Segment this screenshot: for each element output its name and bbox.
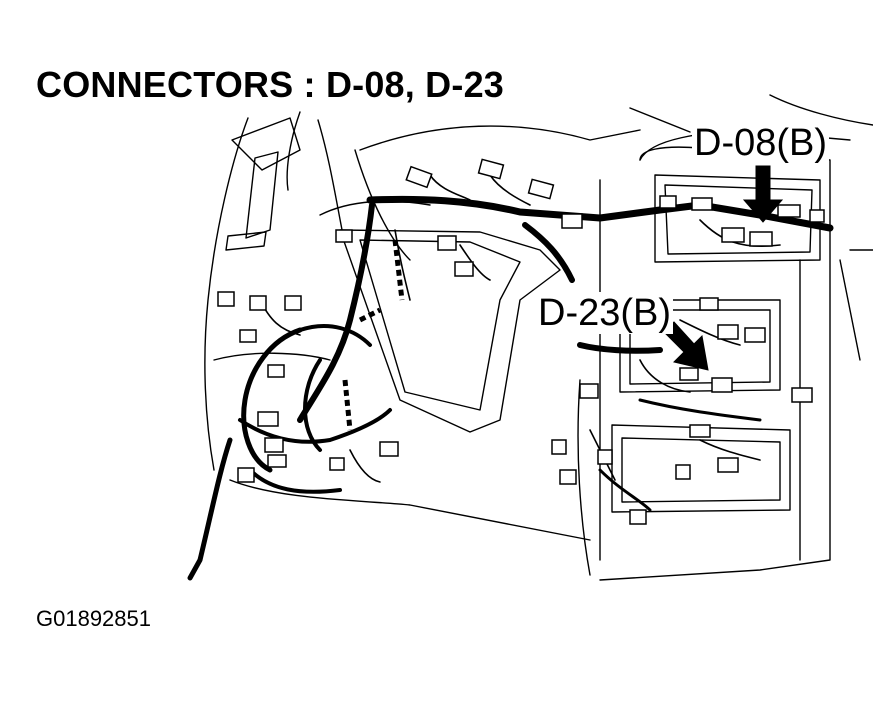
- dash-top-curve: [354, 149, 411, 261]
- callout-label-d23: D-23(B): [536, 292, 674, 334]
- pillar-tab: [225, 231, 267, 251]
- connector: [721, 227, 745, 243]
- a-pillar-outline: [204, 117, 249, 471]
- connector: [237, 467, 255, 483]
- connector: [689, 424, 711, 438]
- stack-lower-panel: [611, 424, 791, 513]
- harness-stack-lower: [638, 398, 762, 422]
- glovebox-edge: [839, 259, 861, 361]
- stack-vent-inner: [629, 309, 771, 385]
- pillar-panel: [231, 117, 301, 171]
- d23-arrow: [663, 321, 709, 371]
- connector: [629, 509, 647, 525]
- connector: [659, 195, 677, 209]
- harness-left-4: [238, 408, 392, 444]
- connector: [551, 439, 567, 455]
- figure-id: G01892851: [36, 606, 151, 631]
- center-stack-frame: [599, 146, 831, 581]
- right-dash-line: [629, 107, 691, 133]
- under-dash: [229, 479, 591, 541]
- connector: [284, 295, 302, 311]
- connector: [527, 178, 555, 200]
- center-cavity-inner: [359, 239, 521, 411]
- connector: [791, 387, 813, 403]
- connector: [711, 377, 733, 393]
- connector: [579, 383, 599, 399]
- connector: [405, 165, 433, 189]
- dash-top-line: [359, 125, 641, 151]
- d08-arrow: [742, 165, 784, 223]
- connector: [749, 231, 773, 247]
- pillar-slot: [245, 151, 279, 239]
- connector: [379, 441, 399, 457]
- dash-top-left: [317, 119, 345, 241]
- connector: [597, 449, 613, 465]
- harness-left-loop: [241, 327, 303, 473]
- connector: [809, 209, 825, 223]
- lower-trim: [213, 352, 331, 361]
- harness-left-down: [187, 437, 233, 581]
- connector: [329, 457, 345, 471]
- connector: [267, 454, 287, 468]
- connector: [437, 235, 457, 251]
- callout-arrows: [663, 165, 784, 371]
- right-dash-curve: [769, 94, 873, 126]
- connector: [267, 364, 285, 378]
- connector: [717, 324, 739, 340]
- harness-stack-bottom: [598, 468, 652, 512]
- connector: [744, 327, 766, 343]
- a-pillar-inner: [286, 111, 301, 191]
- connector: [239, 329, 257, 343]
- connector: [691, 197, 713, 211]
- connector: [217, 291, 235, 307]
- connector: [264, 437, 284, 453]
- connector: [335, 229, 353, 243]
- connector: [559, 469, 577, 485]
- connector: [561, 213, 583, 229]
- diagram-title: CONNECTORS : D-08, D-23: [36, 64, 505, 105]
- harness-drop-left: [297, 202, 375, 423]
- harness-left-5: [248, 468, 342, 494]
- connector: [699, 297, 719, 311]
- connector: [249, 295, 267, 311]
- connector: [679, 367, 699, 381]
- connector: [717, 457, 739, 473]
- stack-lower-inner: [621, 437, 781, 503]
- center-cavity: [339, 229, 561, 433]
- harness-branch-center: [522, 222, 575, 283]
- harness-d23: [577, 342, 663, 354]
- stack-vent: [619, 299, 781, 393]
- connector: [675, 464, 691, 480]
- connector: [454, 261, 474, 277]
- connector: [777, 204, 801, 218]
- connector: [257, 411, 279, 427]
- harness-left-2: [298, 324, 372, 347]
- main-harness: [366, 195, 834, 232]
- console-left: [577, 379, 591, 576]
- connector: [477, 158, 505, 180]
- callout-label-d08: D-08(B): [692, 122, 830, 164]
